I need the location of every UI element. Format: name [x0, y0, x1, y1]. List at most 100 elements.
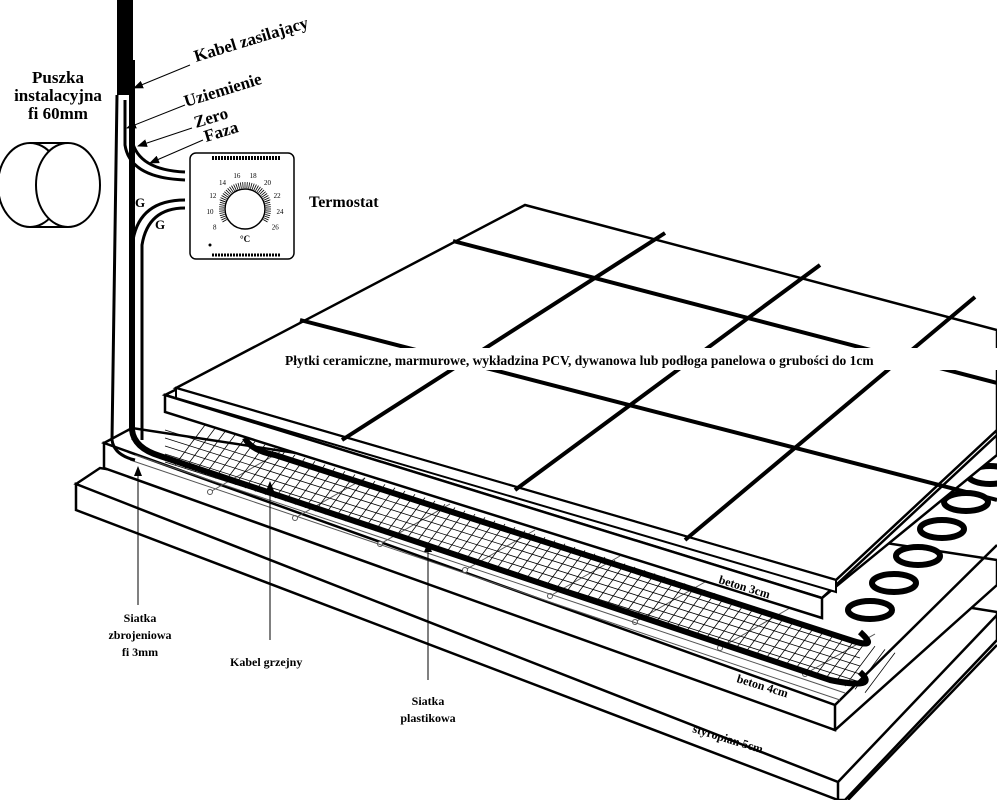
rod: [804, 633, 876, 675]
dial-tick: [246, 182, 248, 189]
mesh-line: [654, 583, 686, 624]
dial-tick: [239, 182, 242, 189]
dial-tick: [253, 184, 257, 191]
mesh-line: [624, 573, 656, 614]
rod: [129, 459, 841, 701]
heating-cable-loop: [845, 598, 895, 622]
dial-tick: [264, 215, 270, 219]
g-wire-label-2: G: [155, 217, 165, 232]
dial-scale-number: 26: [272, 224, 280, 232]
mesh-line: [164, 429, 861, 651]
mesh-line: [164, 445, 861, 667]
dial-tick: [220, 199, 226, 203]
dial-tick: [265, 214, 271, 217]
dial-tick: [220, 215, 226, 219]
mesh-line: [864, 652, 896, 693]
mesh-line: [574, 556, 606, 598]
mesh-line: [704, 599, 736, 641]
dial-tick: [221, 217, 227, 221]
mesh-line: [594, 563, 626, 604]
dial-scale-number: 10: [207, 208, 215, 216]
g-wire-label-1: G: [135, 195, 145, 210]
dial-tick: [255, 185, 259, 192]
dial-tick: [248, 182, 251, 189]
styrofoam-layer: [73, 466, 997, 800]
rod-end: [207, 489, 213, 495]
finish-layer-label: Płytki ceramiczne, marmurowe, wykładzina…: [285, 353, 874, 368]
junction-box-label-1: Puszka: [32, 68, 84, 87]
mesh-line: [584, 560, 616, 601]
dial-tick: [256, 186, 261, 193]
dial-tick: [231, 185, 235, 192]
grout-line: [683, 295, 977, 542]
dial-tick: [263, 217, 269, 221]
dial-scale-number: 8: [213, 224, 217, 232]
grout-line: [340, 231, 667, 442]
reinforcing-mesh-label-2: zbrojeniowa: [108, 628, 171, 642]
dial-tick: [250, 182, 253, 189]
mesh-line: [844, 645, 876, 687]
mesh-line: [544, 546, 576, 588]
thermostat-label: Termostat: [309, 194, 379, 211]
rod-end: [462, 567, 468, 573]
mesh-line: [504, 533, 536, 575]
mesh-line: [634, 576, 666, 618]
dial-tick: [242, 182, 244, 189]
mesh-line: [564, 553, 596, 594]
dial-tick: [258, 188, 263, 194]
mesh-line: [744, 612, 776, 654]
mesh-line: [494, 530, 526, 571]
rod: [134, 454, 846, 694]
dial-unit: °C: [240, 234, 250, 244]
dial-tick: [225, 189, 231, 195]
mesh-line: [694, 596, 726, 637]
heating-cable-loop: [917, 517, 967, 541]
supply-cable: [110, 0, 186, 462]
heating-cable-label: Kabel grzejny: [230, 655, 302, 669]
dial-tick: [227, 188, 232, 194]
mesh-line: [754, 616, 786, 657]
dial-scale-number: 22: [274, 192, 282, 200]
supply-cable-label: Kabel zasilający: [192, 13, 311, 66]
plastic-mesh-label-2: plastikowa: [400, 711, 455, 725]
mesh-line: [734, 609, 766, 651]
dial-tick: [220, 197, 227, 201]
dial-tick: [265, 204, 271, 206]
dial-tick: [251, 183, 255, 190]
dial-tick: [221, 195, 228, 199]
mesh-line: [714, 602, 746, 644]
junction-box-label-2: instalacyjna: [14, 86, 102, 105]
dial-tick: [262, 219, 268, 223]
dial-scale-number: 20: [264, 179, 272, 187]
reinforcing-mesh-label-3: fi 3mm: [122, 645, 158, 659]
heating-cable-loop: [869, 571, 919, 595]
grout-line: [513, 263, 822, 492]
mesh-line: [474, 523, 506, 565]
dial-scale-number: 12: [209, 192, 217, 200]
dial-scale-number: 18: [250, 172, 258, 180]
plastic-mesh-grid: [164, 424, 896, 693]
mesh-line: [484, 527, 516, 568]
mesh-line: [684, 593, 716, 634]
annotation-arrows: [126, 64, 432, 680]
dial-tick: [265, 201, 271, 204]
dial-tick: [259, 189, 265, 195]
junction-box: [0, 142, 101, 228]
mesh-line: [164, 437, 861, 659]
mesh-line: [764, 619, 796, 660]
mesh-line: [674, 589, 706, 631]
dial-tick: [219, 214, 225, 217]
dial-tick: [235, 183, 239, 190]
dial-tick: [263, 197, 270, 201]
mesh-line: [554, 550, 586, 591]
dial-tick: [264, 199, 270, 203]
mesh-line: [514, 536, 546, 578]
dial-scale-number: 24: [276, 208, 284, 216]
mesh-line: [664, 586, 696, 627]
dial-tick: [262, 195, 269, 199]
thermostat-dial: [224, 188, 266, 230]
dial-ticks: [219, 182, 271, 223]
